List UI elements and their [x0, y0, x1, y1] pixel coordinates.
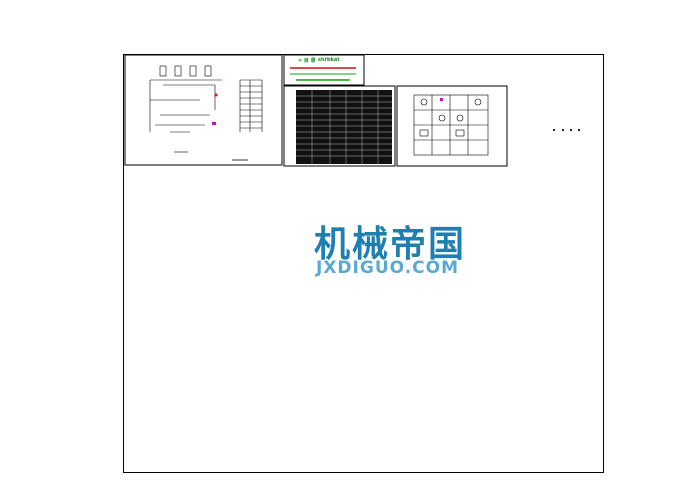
watermark: JX 机械帝国 JXDIGUO.COM [198, 221, 498, 283]
title-index-label-2: shrbkat [318, 57, 340, 63]
dot-marker [570, 129, 572, 131]
watermark-brand-cn: 机械帝国 [314, 224, 467, 265]
title-index-sheet[interactable] [283, 54, 365, 86]
watermark-brand-en: JXDIGUO.COM [316, 258, 460, 278]
dot-marker [553, 129, 555, 131]
system-schematic-sheet[interactable] [124, 54, 283, 166]
floor-plan-a-sheet[interactable] [396, 85, 508, 167]
watermark-logo-letters: JX [250, 238, 262, 249]
dot-marker [562, 129, 564, 131]
dot-marker [578, 129, 580, 131]
title-index-label-1: = 目 录 [298, 58, 316, 64]
equipment-table-sheet[interactable] [283, 85, 396, 167]
